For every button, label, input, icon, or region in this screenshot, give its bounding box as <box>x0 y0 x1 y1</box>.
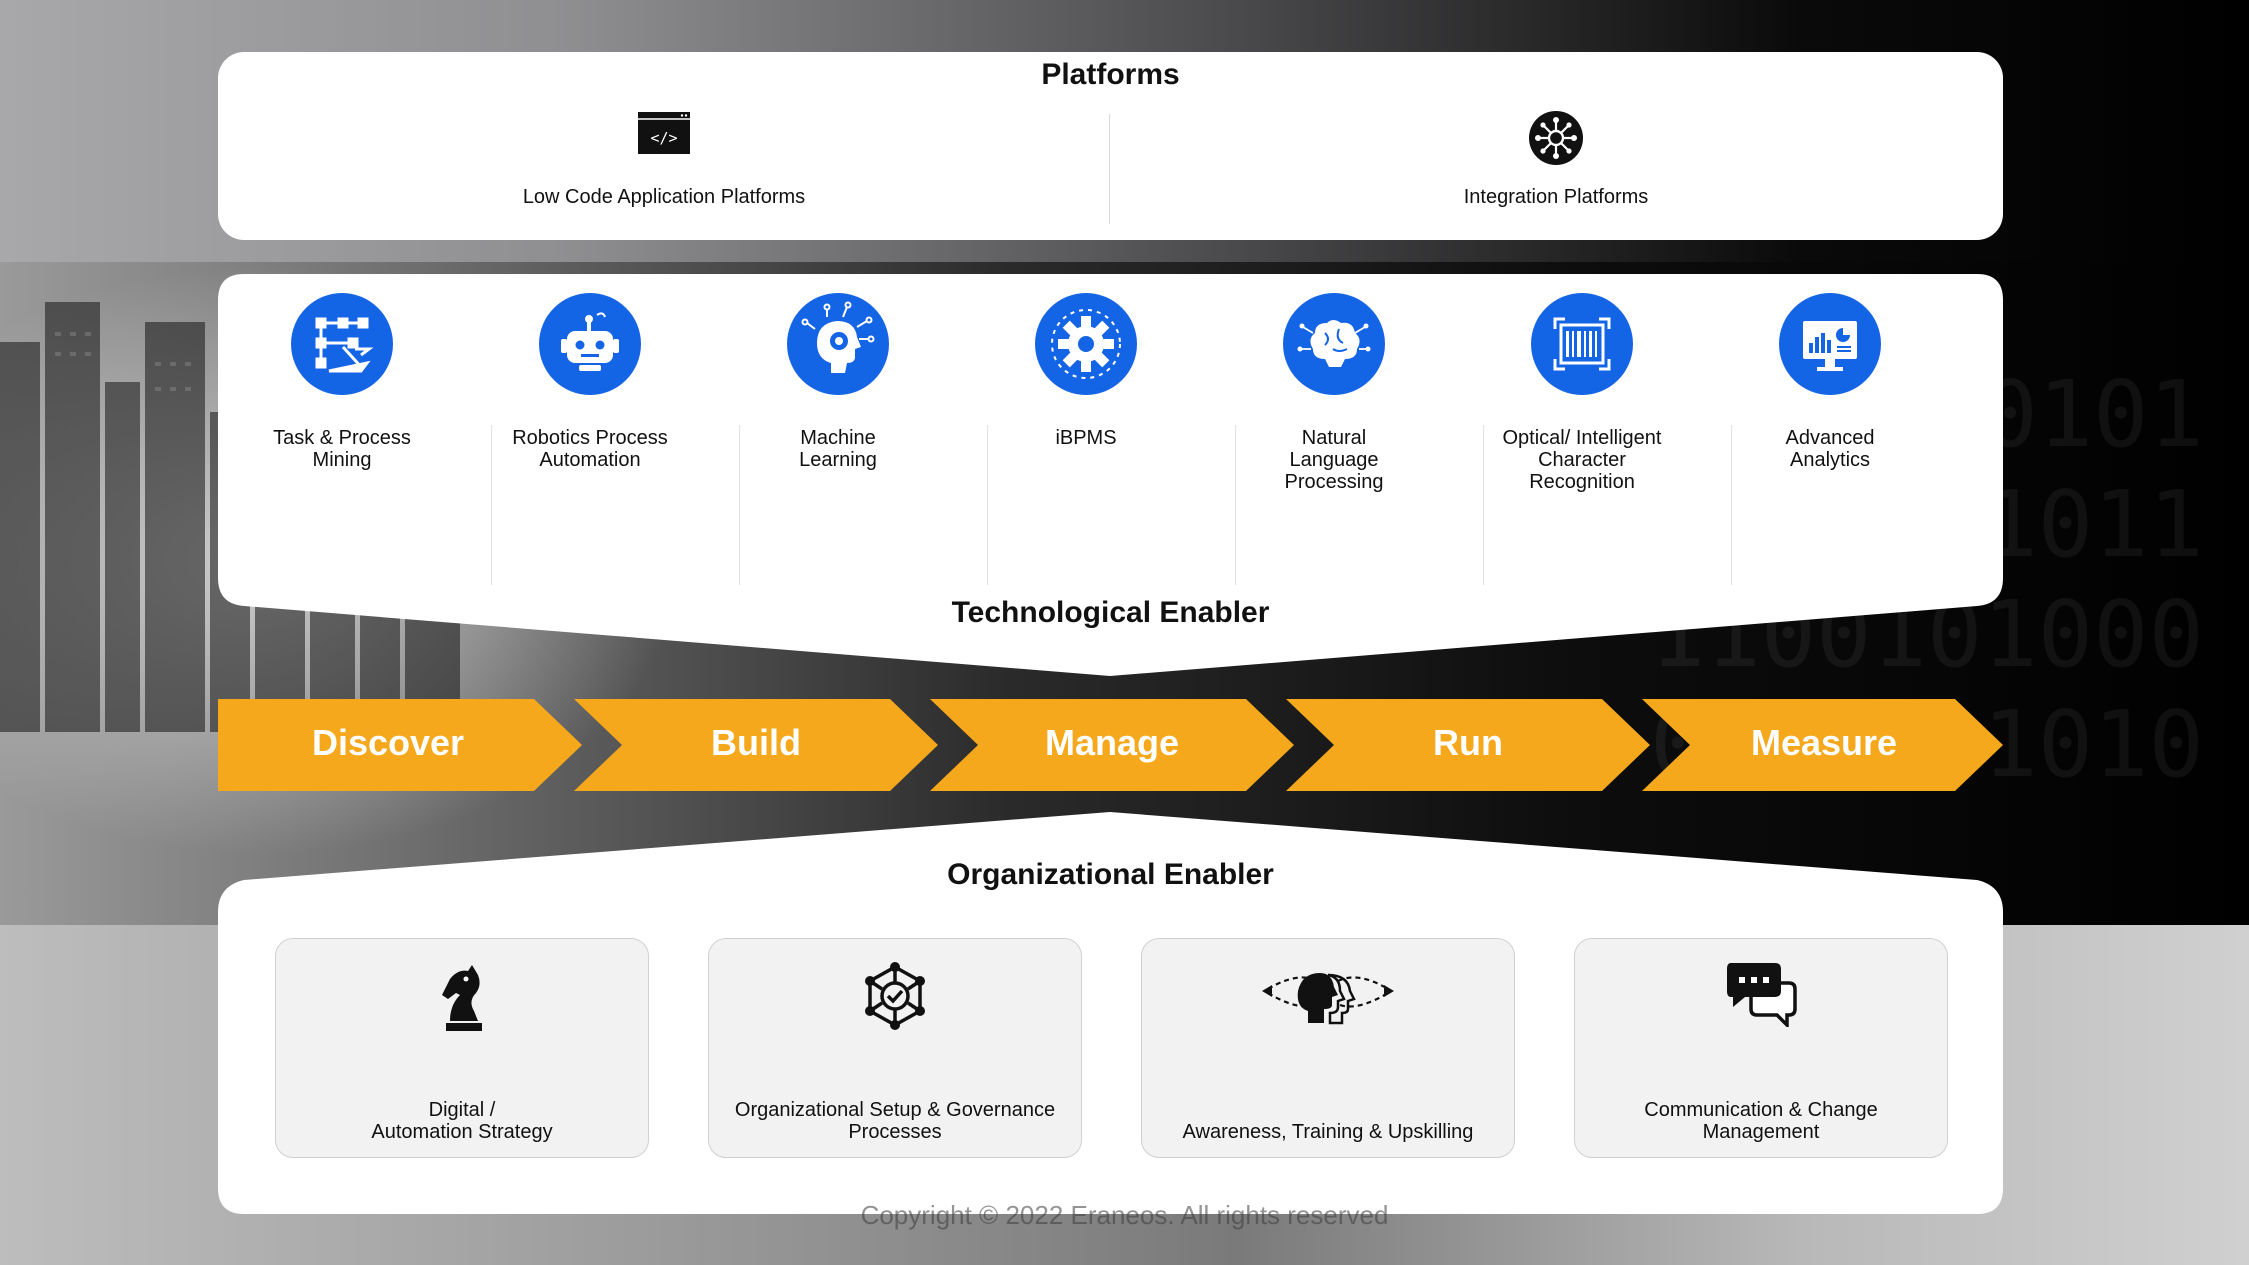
tech-item-ocr: Optical/ Intelligent Character Recogniti… <box>1458 275 1706 595</box>
platform-integration: Integration Platforms <box>1110 52 2002 240</box>
tech-item-task-process-mining: Task & Process Mining <box>218 275 466 595</box>
tech-item-label: Task & Process Mining <box>273 427 411 471</box>
gear-icon <box>1035 293 1137 395</box>
copyright-footer: Copyright © 2022 Eraneos. All rights res… <box>860 1200 1389 1230</box>
tech-item-label: Natural Language Processing <box>1284 427 1384 493</box>
code-window-icon: </> <box>637 110 691 160</box>
technological-enabler-items: Task & Process Mining Robotics Process <box>218 275 2003 605</box>
tech-item-label: iBPMS <box>1055 427 1117 449</box>
org-card-governance: Organizational Setup & Governance Proces… <box>708 938 1082 1158</box>
tech-item-nlp: Natural Language Processing <box>1210 275 1458 595</box>
organizational-enabler-panel <box>218 812 2003 1214</box>
tech-divider <box>987 425 988 585</box>
org-card-label: Communication & Change Management <box>1644 1099 1878 1143</box>
org-card-label: Awareness, Training & Upskilling <box>1182 1121 1474 1143</box>
integration-hub-icon <box>1528 110 1584 170</box>
tech-item-advanced-analytics: Advanced Analytics <box>1706 275 1954 595</box>
head-profile-icon <box>1258 961 1398 1029</box>
machine-learning-head-icon <box>787 293 889 395</box>
phase-label-measure: Measure <box>1750 722 1898 763</box>
org-card-training: Awareness, Training & Upskilling <box>1141 938 1515 1158</box>
tech-item-label: Robotics Process Automation <box>512 427 668 471</box>
org-card-label: Digital / Automation Strategy <box>371 1099 553 1143</box>
analytics-monitor-icon <box>1779 293 1881 395</box>
tech-divider <box>739 425 740 585</box>
phase-label-run: Run <box>1433 722 1503 763</box>
network-check-icon <box>862 961 928 1035</box>
organizational-enabler-items: Digital / Automation Strategy <box>218 900 2003 1210</box>
tech-divider <box>1731 425 1732 585</box>
platform-label: Low Code Application Platforms <box>522 186 806 208</box>
tech-divider <box>491 425 492 585</box>
chat-bubbles-icon <box>1725 961 1797 1031</box>
svg-text:</>: </> <box>650 129 677 147</box>
technological-enabler-title: Technological Enabler <box>951 596 1270 629</box>
chevron-build <box>574 699 938 791</box>
brain-icon <box>1283 293 1385 395</box>
tech-item-ibpms: iBPMS <box>962 275 1210 595</box>
tech-divider <box>1483 425 1484 585</box>
chevron-discover <box>218 699 582 791</box>
chevron-run <box>1286 699 1650 791</box>
chess-knight-icon <box>432 961 492 1037</box>
tech-item-rpa: Robotics Process Automation <box>466 275 714 595</box>
phase-label-build: Build <box>711 722 801 763</box>
organizational-enabler-title: Organizational Enabler <box>947 858 1274 891</box>
org-card-label: Organizational Setup & Governance Proces… <box>734 1099 1056 1143</box>
platforms-panel: Platforms </> Low Code Application Platf… <box>218 52 2003 240</box>
tech-item-machine-learning: Machine Learning <box>714 275 962 595</box>
org-card-communication: Communication & Change Management <box>1574 938 1948 1158</box>
phase-label-discover: Discover <box>311 722 465 763</box>
platform-divider <box>1109 114 1110 224</box>
tech-item-label: Optical/ Intelligent Character Recogniti… <box>1502 427 1662 493</box>
process-mining-icon <box>291 293 393 395</box>
platform-label: Integration Platforms <box>1463 186 1649 208</box>
platforms-title: Platforms <box>1041 58 1180 91</box>
tech-item-label: Machine Learning <box>799 427 877 471</box>
tech-item-label: Advanced Analytics <box>1785 427 1875 471</box>
org-card-strategy: Digital / Automation Strategy <box>275 938 649 1158</box>
phase-label-manage: Manage <box>1044 722 1180 763</box>
platform-low-code: </> Low Code Application Platforms <box>218 52 1110 240</box>
robot-icon <box>539 293 641 395</box>
chevron-manage <box>930 699 1294 791</box>
chevron-measure <box>1642 699 2003 791</box>
barcode-scan-icon <box>1531 293 1633 395</box>
tech-divider <box>1235 425 1236 585</box>
